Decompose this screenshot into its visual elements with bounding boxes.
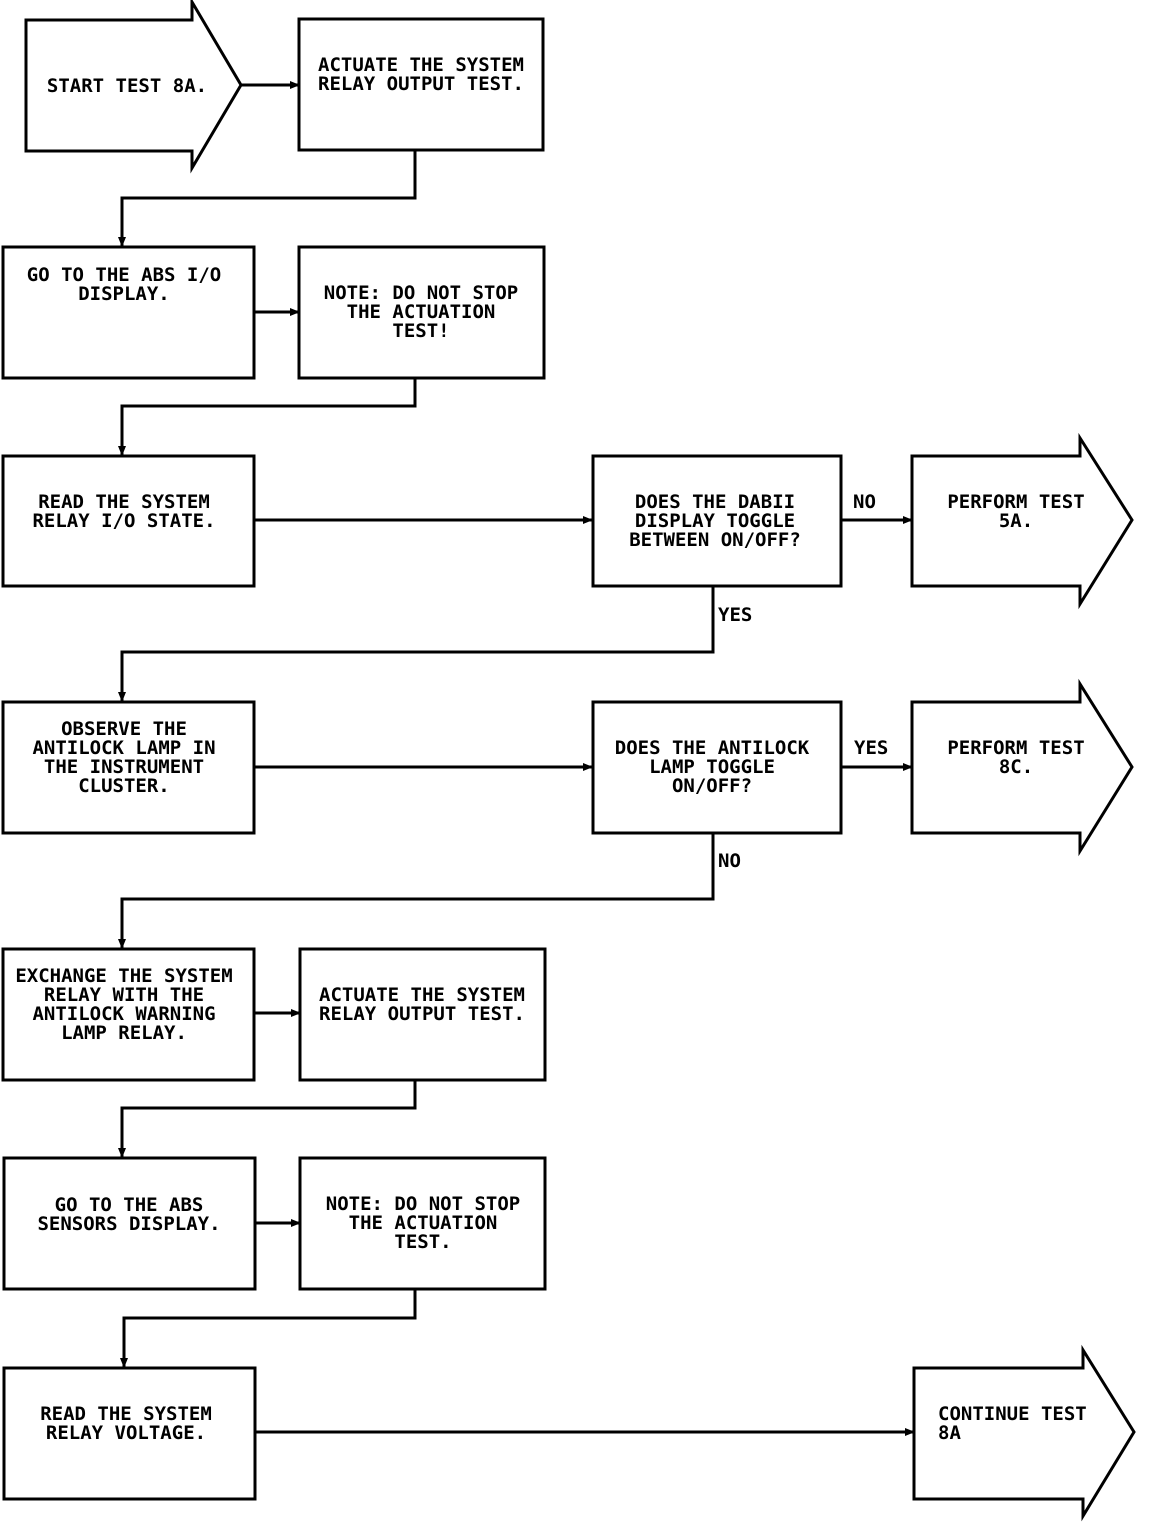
- branch-label-lamp-yes: YES: [854, 737, 888, 759]
- goto-sensors-display-box: [2, 1156, 257, 1291]
- observe-line: OBSERVE THE: [61, 718, 187, 740]
- actuate1-line: ACTUATE THE SYSTEM: [318, 54, 524, 76]
- observe-line: THE INSTRUMENT: [44, 756, 204, 778]
- arrow-note-to-read-voltage: [120, 1289, 417, 1368]
- actuate1-line: RELAY OUTPUT TEST.: [318, 73, 524, 95]
- arrow-lamp-no-to-exchange: [118, 833, 715, 949]
- arrow-actuate-to-goto-sensors: [118, 1080, 417, 1158]
- continue-8a-node: [912, 1344, 1136, 1522]
- note1-line: TEST!: [392, 320, 449, 342]
- note2-line: THE ACTUATION: [349, 1212, 498, 1234]
- goto-io-line: DISPLAY.: [78, 283, 170, 305]
- exchange-line: RELAY WITH THE: [44, 984, 204, 1006]
- connectors: [118, 81, 915, 1436]
- goto-sensors-line: SENSORS DISPLAY.: [37, 1213, 220, 1235]
- branch-label-toggle-yes: YES: [718, 604, 752, 626]
- actuate-test-box: [297, 17, 545, 152]
- actuate2-line: RELAY OUTPUT TEST.: [319, 1003, 525, 1025]
- perform-8c-node: [910, 678, 1134, 857]
- note-box-2: [298, 1156, 547, 1291]
- start-line: START TEST 8A.: [47, 75, 207, 97]
- perform-5a-node: [910, 432, 1134, 610]
- read-voltage-line: READ THE SYSTEM: [40, 1403, 212, 1425]
- lamp-question-box: [591, 700, 843, 835]
- read-voltage-box: [2, 1366, 257, 1501]
- note1-line: NOTE: DO NOT STOP: [324, 282, 518, 304]
- exchange-line: ANTILOCK WARNING: [32, 1003, 215, 1025]
- read-voltage-line: RELAY VOLTAGE.: [46, 1422, 206, 1444]
- exchange-relay-box: [1, 947, 256, 1082]
- perform5a-line: 5A.: [999, 510, 1033, 532]
- goto-sensors-line: GO TO THE ABS: [55, 1194, 204, 1216]
- branch-label-toggle-no: NO: [853, 491, 876, 513]
- q-lamp-line: ON/OFF?: [672, 775, 752, 797]
- arrow-actuate-to-goto-io: [118, 150, 417, 247]
- goto-io-line: GO TO THE ABS I/O: [27, 264, 221, 286]
- arrow-question-yes-to-observe: [118, 586, 715, 702]
- note2-line: TEST.: [394, 1231, 451, 1253]
- note-box: [297, 245, 546, 380]
- q-toggle-line: BETWEEN ON/OFF?: [629, 529, 801, 551]
- note2-line: NOTE: DO NOT STOP: [326, 1193, 520, 1215]
- exchange-line: EXCHANGE THE SYSTEM: [15, 965, 232, 987]
- goto-io-display-box: [1, 245, 256, 380]
- q-lamp-line: LAMP TOGGLE: [649, 756, 775, 778]
- read-io-state-box: [1, 454, 256, 588]
- actuate-test-box-2: [298, 947, 547, 1082]
- q-lamp-line: DOES THE ANTILOCK: [615, 737, 810, 759]
- perform8c-line: 8C.: [999, 756, 1033, 778]
- continue8a-line: 8A: [938, 1422, 961, 1444]
- continue8a-line: CONTINUE TEST: [938, 1403, 1087, 1425]
- branch-label-lamp-no: NO: [718, 850, 741, 872]
- observe-line: ANTILOCK LAMP IN: [32, 737, 215, 759]
- start-node: [24, 0, 243, 174]
- note1-line: THE ACTUATION: [347, 301, 496, 323]
- perform8c-line: PERFORM TEST: [947, 737, 1084, 759]
- actuate2-line: ACTUATE THE SYSTEM: [319, 984, 525, 1006]
- start-node-label: START TEST 8A.: [47, 75, 207, 97]
- read-io-line: READ THE SYSTEM: [38, 491, 210, 513]
- arrow-note-to-read-io: [118, 378, 417, 456]
- toggle-question-box: [591, 454, 843, 588]
- perform5a-line: PERFORM TEST: [947, 491, 1084, 513]
- observe-lamp-box: [1, 700, 256, 835]
- exchange-line: LAMP RELAY.: [61, 1022, 187, 1044]
- q-toggle-line: DOES THE DABII: [635, 491, 795, 513]
- read-io-line: RELAY I/O STATE.: [32, 510, 215, 532]
- observe-line: CLUSTER.: [78, 775, 170, 797]
- q-toggle-line: DISPLAY TOGGLE: [635, 510, 795, 532]
